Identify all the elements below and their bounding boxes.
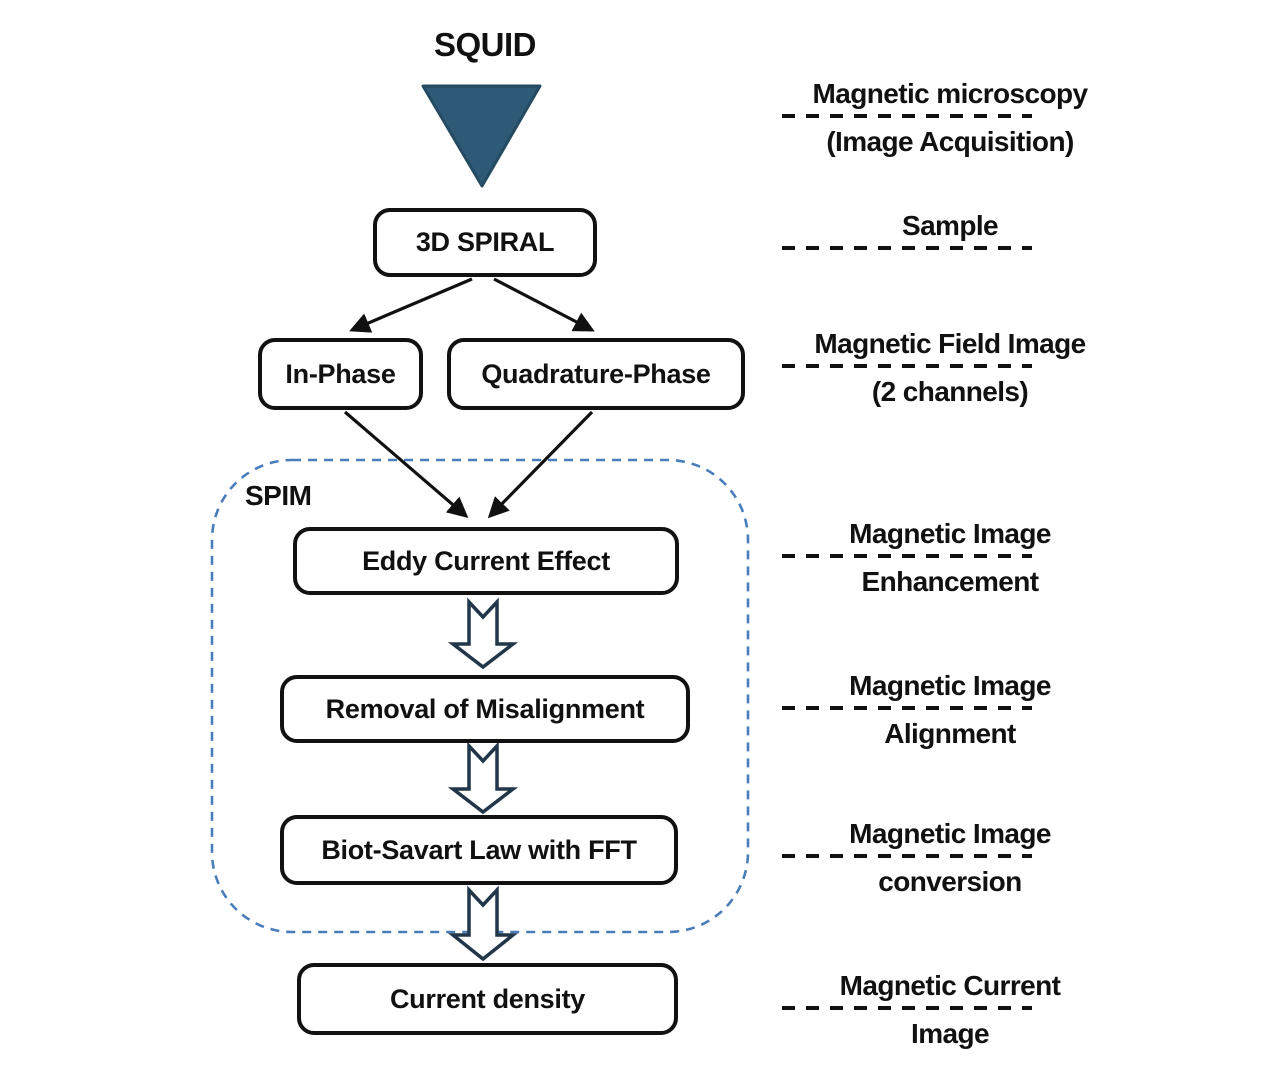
spim-container-label: SPIM [245,480,312,511]
node-current-density: Current density [297,963,678,1035]
dashed-underline [782,854,1032,858]
annotation-line2: (2 channels) [871,376,1029,407]
arrow-quadrature-to-eddy [487,410,594,519]
dashed-underline [782,114,1032,118]
annotation-line2: (Image Acquisition) [826,126,1074,157]
dashed-underline [782,1006,1032,1010]
annotation-line1: Magnetic microscopy [812,78,1089,109]
node-in-phase: In-Phase [258,338,423,410]
annotation-line1: Sample [902,210,999,241]
node-removal-of-misalignment: Removal of Misalignment [280,675,690,743]
annotation-line2: Alignment [884,718,1016,749]
annotation-line2: Image [911,1018,990,1049]
annotation-image-alignment: Magnetic Image Alignment [782,670,1118,750]
node-3d-spiral: 3D SPIRAL [373,208,597,277]
annotation-line1: Magnetic Current [839,970,1061,1001]
node-biot-savart-law: Biot-Savart Law with FFT [280,815,678,885]
annotation-line1: Magnetic Image [849,518,1051,549]
node-quadrature-phase: Quadrature-Phase [447,338,745,410]
annotation-image-enhancement: Magnetic Image Enhancement [782,518,1118,598]
block-arrow-eddy-to-removal [447,597,519,670]
block-arrow-removal-to-biot [447,741,519,815]
page-title: SQUID [433,26,537,63]
arrow-spiral-to-quadrature [493,277,595,332]
dashed-underline [782,554,1032,558]
squid-sensor-triangle-icon [421,84,542,188]
annotation-image-conversion: Magnetic Image conversion [782,818,1118,898]
dashed-underline [782,364,1032,368]
block-arrow-biot-to-current [448,885,518,962]
annotation-line1: Magnetic Image [849,670,1051,701]
arrow-inphase-to-eddy [343,410,469,519]
annotation-sample: Sample [782,210,1118,258]
annotation-line2: Enhancement [861,566,1040,597]
annotation-magnetic-current-image: Magnetic Current Image [782,970,1118,1050]
annotation-magnetic-field-image: Magnetic Field Image (2 channels) [782,328,1118,408]
annotation-line1: Magnetic Image [849,818,1051,849]
dashed-underline [782,246,1032,250]
annotation-line1: Magnetic Field Image [814,328,1086,359]
annotation-line2: conversion [878,866,1022,897]
arrow-spiral-to-inphase [349,277,473,333]
dashed-underline [782,706,1032,710]
annotation-image-acquisition: Magnetic microscopy (Image Acquisition) [782,78,1118,158]
node-eddy-current-effect: Eddy Current Effect [293,527,679,595]
